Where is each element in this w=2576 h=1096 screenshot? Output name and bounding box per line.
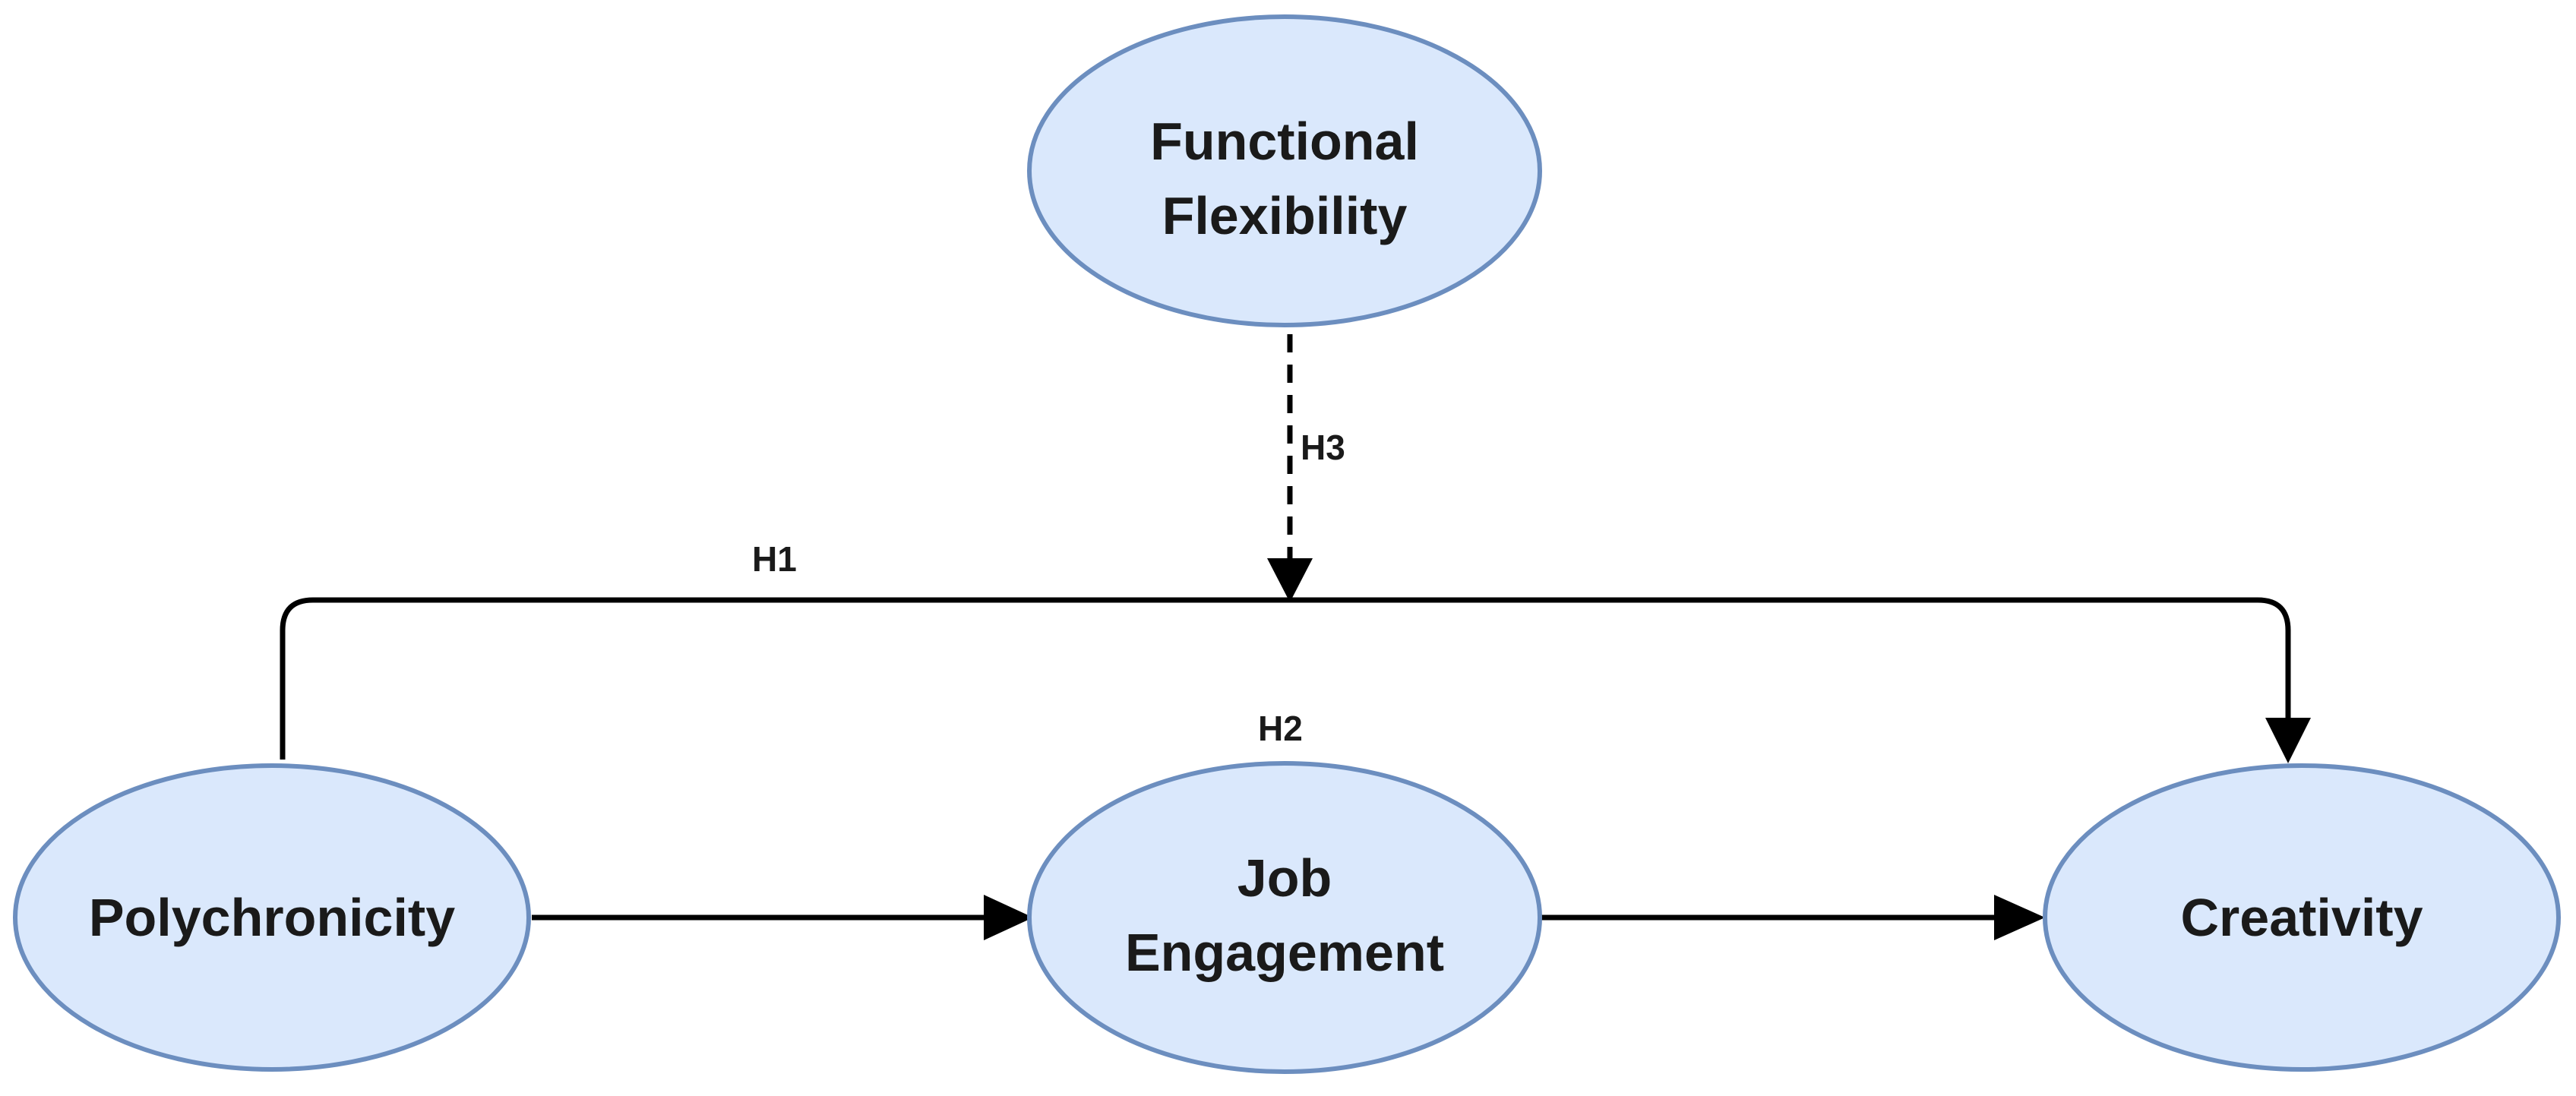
h3-arrowhead [1267, 558, 1313, 602]
h1-edge [280, 597, 2291, 760]
node-job-engagement: Job Engagement [1027, 761, 1542, 1074]
node-polychronicity-label: Polychronicity [89, 888, 455, 947]
job-engagement-to-creativity-arrowhead [1994, 895, 2045, 940]
h2-label: H2 [1258, 709, 1303, 748]
h3-label: H3 [1301, 428, 1345, 467]
node-functional-flexibility-shape [1027, 14, 1542, 327]
node-functional-flexibility-line2: Flexibility [1162, 186, 1408, 245]
node-creativity-shape [2043, 763, 2561, 1072]
polychronicity-to-job-engagement-arrowhead [984, 895, 1033, 940]
node-functional-flexibility: Functional Flexibility [1027, 14, 1542, 327]
node-job-engagement-line2: Engagement [1125, 923, 1444, 982]
h1-label: H1 [752, 539, 797, 579]
node-job-engagement-shape [1027, 761, 1542, 1074]
node-creativity: Creativity [2043, 763, 2561, 1072]
node-job-engagement-line1: Job [1237, 848, 1332, 908]
node-polychronicity-shape [13, 763, 531, 1072]
h1-arrowhead [2265, 718, 2311, 763]
node-functional-flexibility-line1: Functional [1150, 112, 1419, 171]
node-creativity-label: Creativity [2180, 888, 2423, 947]
node-polychronicity: Polychronicity [13, 763, 531, 1072]
